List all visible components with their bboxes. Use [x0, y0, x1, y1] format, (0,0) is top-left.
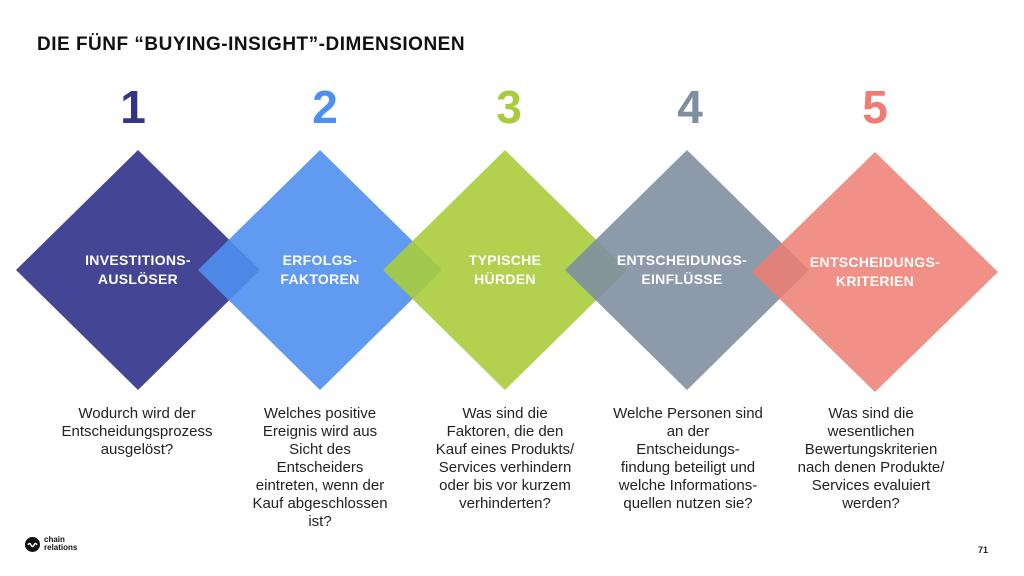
- diamond-label-2-line2: FAKTOREN: [280, 271, 360, 287]
- page-number: 71: [978, 545, 989, 555]
- description-2: Welches positive Ereignis wird aus Sicht…: [225, 405, 415, 531]
- description-5-line: nach denen Produkte/: [797, 459, 945, 476]
- dimension-number-3: 3: [496, 81, 522, 133]
- diamond-label-2-line1: ERFOLGS-: [282, 252, 358, 268]
- page-title: DIE FÜNF “BUYING-INSIGHT”-DIMENSIONEN: [37, 34, 466, 55]
- description-2-line: eintreten, wenn der: [255, 477, 385, 494]
- description-5: Was sind die wesentlichen Bewertungskrit…: [776, 405, 966, 513]
- dimension-number-5: 5: [862, 81, 888, 133]
- logo-text-line2: relations: [44, 543, 78, 552]
- diamond-label-4-line1: ENTSCHEIDUNGS-: [616, 252, 748, 268]
- description-5-line: wesentlichen: [827, 423, 915, 440]
- description-5-line: Was sind die: [828, 405, 914, 422]
- description-3-line: Was sind die: [462, 405, 548, 422]
- diamond-label-5-line1: ENTSCHEIDUNGS-: [809, 254, 941, 270]
- chain-relations-logo-icon: [25, 536, 40, 552]
- description-2-line: Kauf abgeschlossen: [252, 495, 388, 512]
- description-2-line: Welches positive: [263, 405, 377, 422]
- diamond-label-2: ERFOLGS- FAKTOREN: [235, 251, 405, 289]
- diamond-label-3: TYPISCHE HÜRDEN: [420, 251, 590, 289]
- description-3-line: verhinderten?: [459, 495, 551, 512]
- description-2-line: ist?: [308, 513, 332, 530]
- description-4-line: an der: [666, 423, 710, 440]
- dimension-number-4: 4: [677, 81, 703, 133]
- chain-link-icon: [27, 542, 38, 547]
- diamond-label-1-line2: AUSLÖSER: [97, 271, 179, 287]
- company-logo: chain relations: [25, 536, 77, 552]
- description-4: Welche Personen sind an der Entscheidung…: [593, 405, 783, 513]
- diamond-label-4-line2: EINFLÜSSE: [641, 271, 723, 287]
- description-2-line: Sicht des: [289, 441, 351, 458]
- description-4-line: welche Informations-: [618, 477, 758, 494]
- description-1: Wodurch wird der Entscheidungsprozess au…: [42, 405, 232, 459]
- description-1-line: Wodurch wird der: [78, 405, 196, 422]
- description-5-line: Bewertungskriterien: [804, 441, 938, 458]
- description-3-line: oder bis vor kurzem: [439, 477, 571, 494]
- diamond-label-1-line1: INVESTITIONS-: [85, 252, 191, 268]
- description-4-line: quellen nutzen sie?: [623, 495, 753, 512]
- description-3-line: Faktoren, die den: [446, 423, 564, 440]
- description-4-line: findung beteiligt und: [620, 459, 756, 476]
- diamond-label-3-line1: TYPISCHE: [468, 252, 542, 268]
- description-3-line: Services verhindern: [438, 459, 572, 476]
- diamond-label-5: ENTSCHEIDUNGS- KRITERIEN: [790, 253, 960, 291]
- description-2-line: Ereignis wird aus: [262, 423, 378, 440]
- description-4-line: Entscheidungs-: [636, 441, 740, 458]
- logo-text-line1: chain: [44, 535, 65, 544]
- description-1-line: Entscheidungsprozess: [61, 423, 213, 440]
- description-1-line: ausgelöst?: [100, 441, 174, 458]
- description-5-line: Services evaluiert: [811, 477, 931, 494]
- diamond-label-5-line2: KRITERIEN: [835, 273, 915, 289]
- diamond-label-4: ENTSCHEIDUNGS- EINFLÜSSE: [597, 251, 767, 289]
- description-3: Was sind die Faktoren, die den Kauf eine…: [410, 405, 600, 513]
- description-3-line: Kauf eines Produkts/: [435, 441, 575, 458]
- dimension-number-2: 2: [312, 81, 338, 133]
- diamond-label-3-line2: HÜRDEN: [474, 271, 536, 287]
- logo-text: chain relations: [44, 536, 77, 552]
- dimension-number-1: 1: [120, 81, 146, 133]
- diamond-label-1: INVESTITIONS- AUSLÖSER: [53, 251, 223, 289]
- description-2-line: Entscheiders: [276, 459, 364, 476]
- description-4-line: Welche Personen sind: [613, 405, 763, 422]
- description-5-line: werden?: [842, 495, 900, 512]
